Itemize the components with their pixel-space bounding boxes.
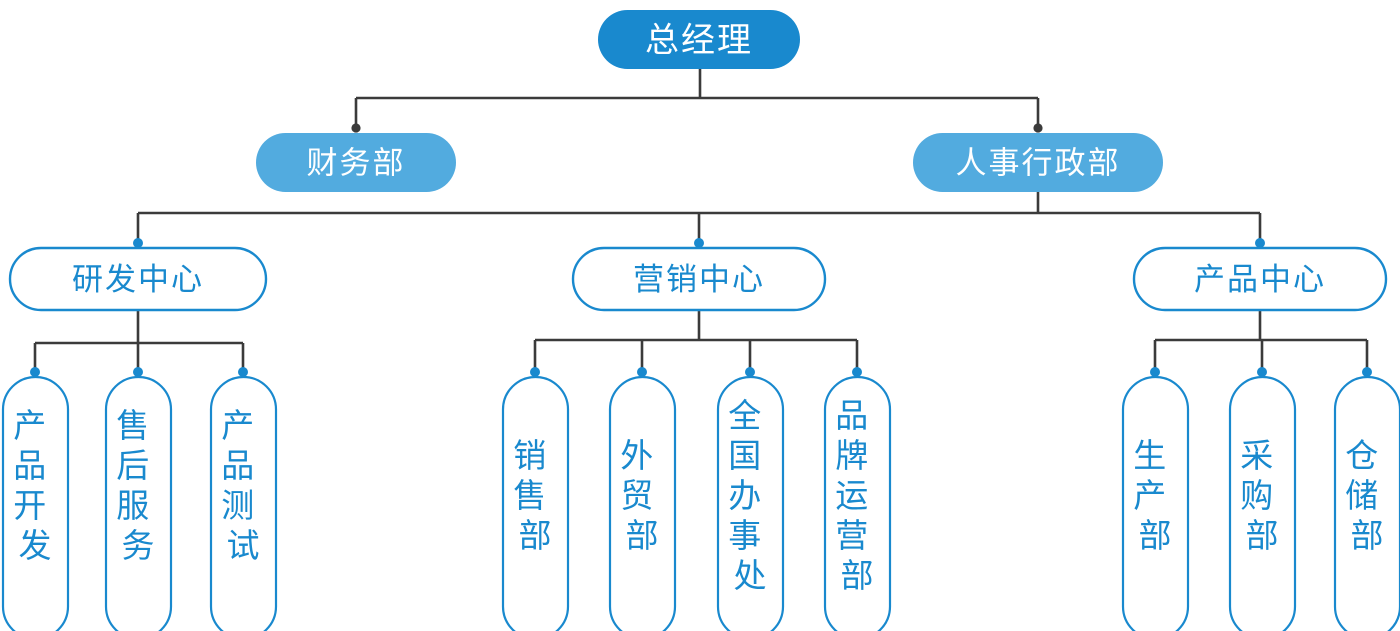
connector-dot-hr <box>1033 123 1043 133</box>
node-general-manager-label: 总经理 <box>645 21 753 61</box>
node-national-offices-label: 全 国 办 事 处 <box>728 396 772 595</box>
connector-dot-production <box>1150 367 1160 377</box>
node-product-test[interactable]: 产 品 测 试 <box>209 375 278 631</box>
connector-layer <box>30 68 1372 377</box>
node-marketing-center-label: 营销中心 <box>633 262 765 298</box>
node-after-sales-shape[interactable] <box>104 375 173 631</box>
node-rd-center-shape[interactable] <box>8 246 268 312</box>
node-brand-ops-dept[interactable]: 品 牌 运 营 部 <box>823 375 892 631</box>
node-after-sales-label: 售 后 服 务 <box>116 406 160 565</box>
connector-dot-foreign-trade <box>637 367 647 377</box>
node-product-dev-label: 产 品 开 发 <box>13 406 57 565</box>
connector-gm-to-level2 <box>351 68 1043 133</box>
node-national-offices[interactable]: 全 国 办 事 处 <box>716 375 785 631</box>
connector-hr-to-level3 <box>133 192 1265 248</box>
node-foreign-trade-dept-shape[interactable] <box>608 375 677 631</box>
node-marketing-center[interactable]: 营销中心 <box>571 246 827 312</box>
node-product-center-shape[interactable] <box>1132 246 1388 312</box>
connector-marketing-to-leaves <box>530 310 862 377</box>
node-sales-dept-label: 销 售 部 <box>513 436 557 555</box>
connector-dot-marketing <box>694 238 704 248</box>
node-production-dept-label: 生 产 部 <box>1133 436 1177 555</box>
node-sales-dept-shape[interactable] <box>501 375 570 631</box>
connector-dot-product-dev <box>30 367 40 377</box>
node-general-manager[interactable]: 总经理 <box>598 10 800 69</box>
node-brand-ops-dept-shape[interactable] <box>823 375 892 631</box>
node-finance-dept-label: 财务部 <box>307 146 406 182</box>
node-warehousing-dept-label: 仓 储 部 <box>1345 436 1389 555</box>
node-warehousing-dept-shape[interactable] <box>1333 375 1400 631</box>
node-product-center[interactable]: 产品中心 <box>1132 246 1388 312</box>
node-marketing-center-shape[interactable] <box>571 246 827 312</box>
connector-dot-finance <box>351 123 361 133</box>
node-rd-center[interactable]: 研发中心 <box>8 246 268 312</box>
node-product-test-shape[interactable] <box>209 375 278 631</box>
node-hr-admin-dept-shape[interactable] <box>913 133 1163 192</box>
connector-dot-warehousing <box>1362 367 1372 377</box>
node-foreign-trade-dept[interactable]: 外 贸 部 <box>608 375 677 631</box>
node-finance-dept[interactable]: 财务部 <box>256 133 456 192</box>
node-production-dept[interactable]: 生 产 部 <box>1121 375 1190 631</box>
node-finance-dept-shape[interactable] <box>256 133 456 192</box>
node-general-manager-shape[interactable] <box>598 10 800 69</box>
connector-product-to-leaves <box>1150 310 1372 377</box>
connector-dot-sales <box>530 367 540 377</box>
node-brand-ops-dept-label: 品 牌 运 营 部 <box>835 396 879 595</box>
node-national-offices-shape[interactable] <box>716 375 785 631</box>
connector-dot-product-test <box>238 367 248 377</box>
node-procurement-dept-shape[interactable] <box>1228 375 1297 631</box>
node-foreign-trade-dept-label: 外 贸 部 <box>620 436 664 555</box>
connector-dot-brand-ops <box>852 367 862 377</box>
node-production-dept-shape[interactable] <box>1121 375 1190 631</box>
node-hr-admin-dept[interactable]: 人事行政部 <box>913 133 1163 192</box>
connector-dot-after-sales <box>133 367 143 377</box>
node-product-center-label: 产品中心 <box>1194 262 1326 298</box>
node-warehousing-dept[interactable]: 仓 储 部 <box>1333 375 1400 631</box>
connector-dot-national-offices <box>745 367 755 377</box>
node-sales-dept[interactable]: 销 售 部 <box>501 375 570 631</box>
connector-dot-product <box>1255 238 1265 248</box>
node-procurement-dept-label: 采 购 部 <box>1240 436 1284 555</box>
node-after-sales[interactable]: 售 后 服 务 <box>104 375 173 631</box>
node-hr-admin-dept-label: 人事行政部 <box>956 146 1121 182</box>
node-product-dev-shape[interactable] <box>1 375 70 631</box>
node-procurement-dept[interactable]: 采 购 部 <box>1228 375 1297 631</box>
connector-dot-rd <box>133 238 143 248</box>
connector-rd-to-leaves <box>30 310 248 377</box>
node-rd-center-label: 研发中心 <box>72 262 204 298</box>
node-product-dev[interactable]: 产 品 开 发 <box>1 375 70 631</box>
node-product-test-label: 产 品 测 试 <box>221 406 265 565</box>
connector-dot-procurement <box>1257 367 1267 377</box>
